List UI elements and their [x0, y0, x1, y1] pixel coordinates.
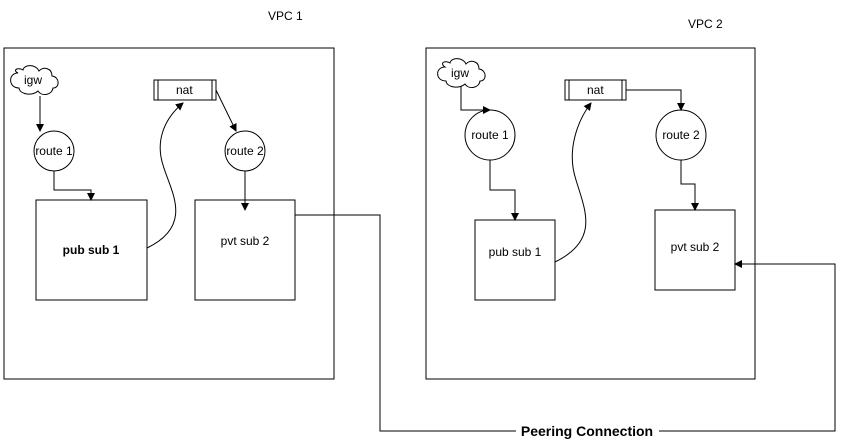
vpc1-public-subnet-label: pub sub 1: [63, 243, 120, 257]
vpc2-route2[interactable]: route 2: [655, 109, 707, 161]
vpc1-private-subnet[interactable]: pvt sub 2: [194, 199, 296, 301]
vpc2-private-subnet[interactable]: pvt sub 2: [654, 209, 736, 291]
vpc1-nat-to-route2-arrow: [215, 89, 237, 132]
vpc1-nat-label: nat: [176, 83, 193, 97]
vpc1-title: VPC 1: [268, 9, 303, 23]
vpc1-private-subnet-label: pvt sub 2: [221, 234, 270, 248]
vpc2-public-subnet[interactable]: pub sub 1: [474, 219, 556, 301]
vpc2-nat-to-route2-arrow: [626, 89, 685, 111]
peering-label-background: [516, 422, 659, 439]
vpc2-nat-gateway[interactable]: nat: [564, 79, 627, 101]
vpc1-public-subnet[interactable]: pub sub 1: [35, 199, 148, 301]
vpc2-route2-label: route 2: [662, 128, 700, 142]
vpc2-route1-to-pubsub-arrow: [489, 160, 519, 221]
vpc1-nat-gateway[interactable]: nat: [153, 79, 217, 101]
vpc2-nat-label: nat: [587, 83, 604, 97]
peering-connection-label: Peering Connection: [521, 423, 653, 439]
vpc1-igw-icon[interactable]: igw: [10, 65, 59, 96]
vpc1-igw-label: igw: [24, 73, 42, 87]
vpc2-public-subnet-label: pub sub 1: [489, 245, 542, 259]
vpc2-pubsub-to-nat-curve: [554, 102, 592, 263]
vpc1-pubsub-to-nat-curve: [146, 102, 184, 249]
vpc2-title: VPC 2: [688, 17, 723, 31]
vpc2-route1-label: route 1: [471, 128, 509, 142]
vpc2-igw-icon[interactable]: igw: [437, 58, 486, 89]
vpc2-route1[interactable]: route 1: [464, 109, 516, 161]
vpc2-private-subnet-label: pvt sub 2: [671, 240, 720, 254]
vpc2-igw-label: igw: [451, 66, 469, 80]
vpc1-route2[interactable]: route 2: [224, 130, 266, 172]
vpc2-igw-to-route1-arrow: [460, 86, 491, 114]
vpc1-route2-label: route 2: [226, 144, 264, 158]
vpc1-route1-to-pubsub-arrow: [53, 171, 95, 201]
vpc2-route2-to-pvtsub-arrow: [680, 160, 699, 211]
vpc1-route1-label: route 1: [35, 144, 73, 158]
vpc1-route1[interactable]: route 1: [33, 130, 75, 172]
